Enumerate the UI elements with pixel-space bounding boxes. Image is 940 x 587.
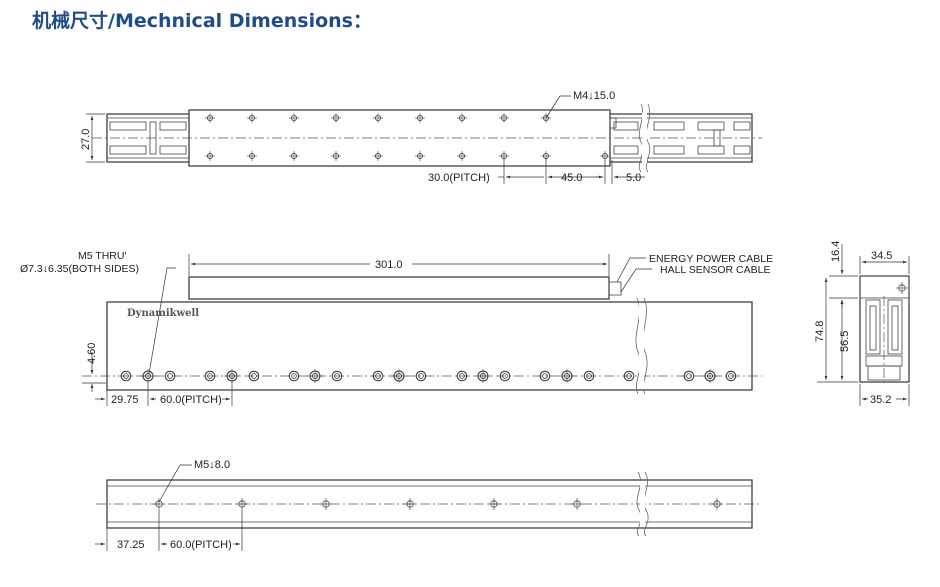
top-view-hole-note: M4↓15.0 [573,90,615,102]
cable-label-power: ENERGY POWER CABLE [649,253,773,265]
front-view-dim-2975: 29.75 [111,394,139,406]
brand-logo-text: Dynamikwell [127,308,199,319]
top-view-dim-45: 45.0 [561,172,582,184]
cable-label-hall: HALL SENSOR CABLE [660,264,771,276]
thru-hole-note-line2: Ø7.3↓6.35(BOTH SIDES) [20,263,139,275]
side-view-dim-748: 74.8 [814,321,826,342]
front-view-pitch-dim: 60.0(PITCH) [160,394,222,406]
side-view-dim-565: 56.5 [839,331,851,352]
top-view: M4↓15.0 27.0 30.0(PITCH) 45.0 5.0 [80,90,762,184]
side-view-dim-345: 34.5 [871,250,892,262]
page-title: 机械尺寸/Mechnical Dimensions： [32,10,372,32]
side-view: 34.5 16.4 74.8 56.5 35.2 [814,241,910,406]
top-view-pitch-dim: 30.0(PITCH) [428,172,490,184]
thru-hole-note-line1: M5 THRU' [78,250,126,262]
side-view-dim-164: 16.4 [830,241,842,262]
front-view: Dynamikwell 301.0 ENERGY POWER CABLE HAL… [20,250,773,406]
top-view-dim-5: 5.0 [626,172,641,184]
bottom-view: M5↓8.0 37.25 60.0(PITCH) [95,459,762,551]
front-view-length-dim: 301.0 [375,259,403,271]
top-view-height-dim: 27.0 [80,129,92,150]
bottom-view-hole-note: M5↓8.0 [194,459,230,471]
front-view-dim-460: 4.60 [86,343,98,364]
front-view-mover [188,276,610,300]
front-view-stator [106,301,753,391]
bottom-view-dim-3725: 37.25 [117,539,145,551]
bottom-view-pitch-dim: 60.0(PITCH) [170,539,232,551]
side-view-dim-352: 35.2 [870,394,891,406]
